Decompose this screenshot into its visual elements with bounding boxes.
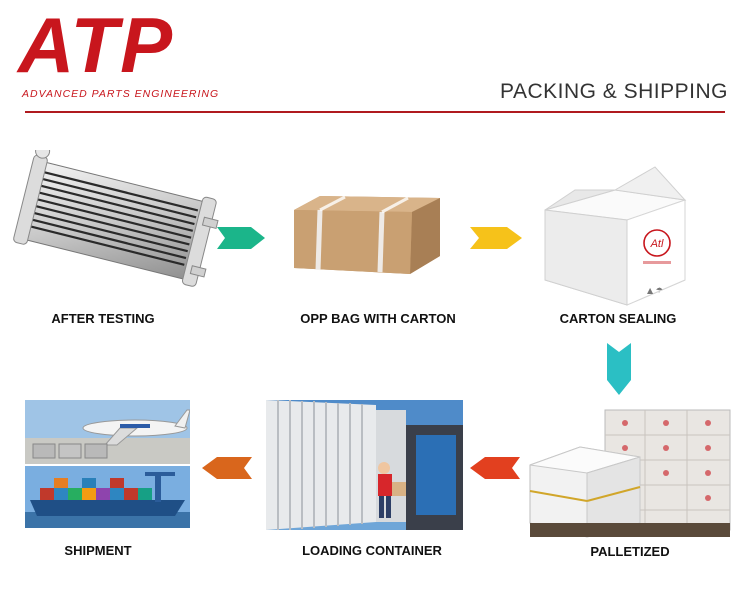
radiator-image xyxy=(5,150,220,290)
arrow-left-icon xyxy=(470,457,520,479)
step-label-opp-bag: OPP BAG WITH CARTON xyxy=(300,311,456,326)
step-label-shipment: SHIPMENT xyxy=(64,543,132,558)
step-label-after-testing: AFTER TESTING xyxy=(51,311,155,326)
logo-subtitle: ADVANCED PARTS ENGINEERING xyxy=(22,88,220,100)
atp-logo: ATP xyxy=(18,1,175,89)
svg-text:▲ ☂: ▲ ☂ xyxy=(647,286,663,295)
arrow-right-icon xyxy=(217,227,265,249)
carton-image xyxy=(290,188,445,280)
pallet-image xyxy=(525,405,740,543)
carton-logo: Atl xyxy=(650,238,664,250)
container-loading-image xyxy=(266,400,463,530)
sealed-carton-image: Atl ▲ ☂ xyxy=(535,165,695,310)
page-title: PACKING & SHIPPING xyxy=(500,80,728,103)
header-divider xyxy=(25,111,725,113)
arrow-down-icon xyxy=(607,343,631,395)
arrow-right-icon xyxy=(470,227,522,249)
shipment-image xyxy=(25,400,190,528)
step-label-loading-container: LOADING CONTAINER xyxy=(302,543,442,558)
step-label-palletized: PALLETIZED xyxy=(590,544,670,559)
step-label-carton-sealing: CARTON SEALING xyxy=(559,311,677,326)
arrow-left-icon xyxy=(202,457,252,479)
